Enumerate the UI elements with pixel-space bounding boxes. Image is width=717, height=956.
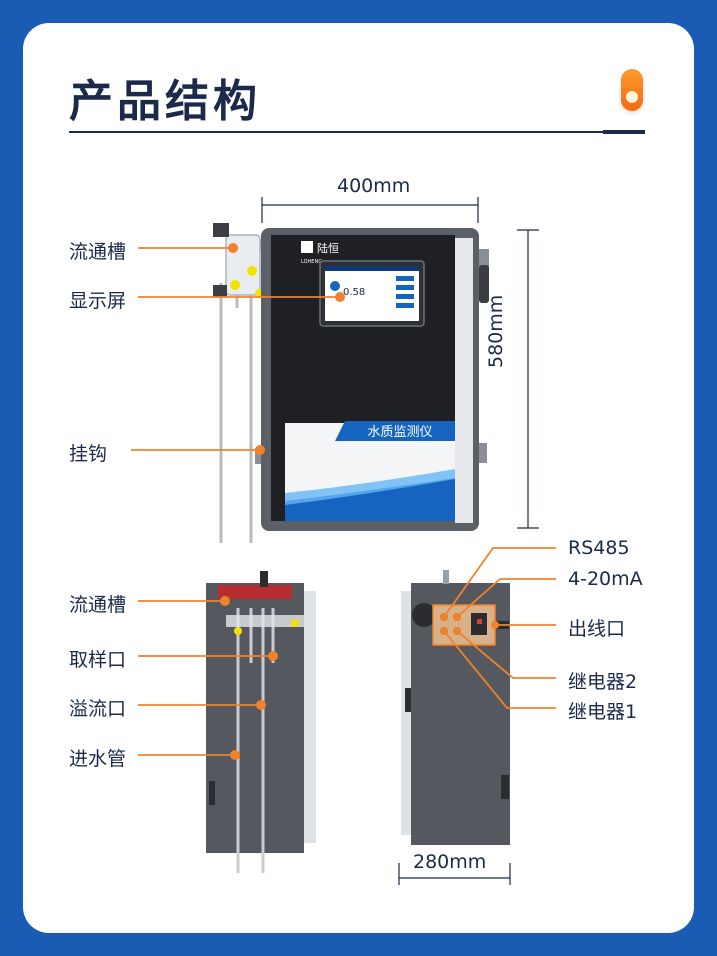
side-leaders [138,600,273,756]
label-cable-outlet: 出线口 [568,618,626,640]
back-leaders [443,547,556,709]
label-4-20ma: 4-20mA [568,568,643,590]
label-hook: 挂钩 [69,443,108,465]
label-rs485: RS485 [568,537,630,559]
product-structure-card: 产品结构 [23,23,694,933]
badge-dot [626,91,638,103]
enclosure-side [455,238,473,523]
label-relay-2: 继电器2 [568,671,638,693]
product-diagram: 水质监测仪 陆恒 LOHENG 0.58 [131,197,556,885]
logo-icon [301,241,313,253]
logo-text: 陆恒 [317,241,339,255]
panel-name: 水质监测仪 [367,425,432,440]
label-overflow-port: 溢流口 [69,698,127,720]
title-divider-accent [603,130,645,134]
dim-width-label: 400mm [337,175,411,197]
side-dots [220,596,278,760]
back-dots [440,613,499,635]
title-divider [69,131,643,133]
logo-sub: LOHENG [301,259,322,265]
front-dots [228,243,345,455]
flow-cell [219,263,253,543]
toggle-badge-icon [621,69,643,111]
label-sampling-port: 取样口 [69,649,127,671]
front-leaders [131,247,340,451]
label-inlet-pipe: 进水管 [69,748,127,770]
dim-line-height [517,229,539,529]
dim-depth-label: 280mm [413,851,487,873]
dim-line-width [261,197,479,223]
label-relay-1: 继电器1 [568,701,638,723]
screen-reading: 0.58 [343,287,365,298]
dim-line-depth [398,863,511,885]
side-enclosure [206,583,304,853]
label-display: 显示屏 [69,290,127,312]
page-title: 产品结构 [69,76,261,127]
dim-height-label: 580mm [485,294,507,368]
label-flow-cell: 流通槽 [69,241,127,263]
label-side-flow-cell: 流通槽 [69,594,127,616]
